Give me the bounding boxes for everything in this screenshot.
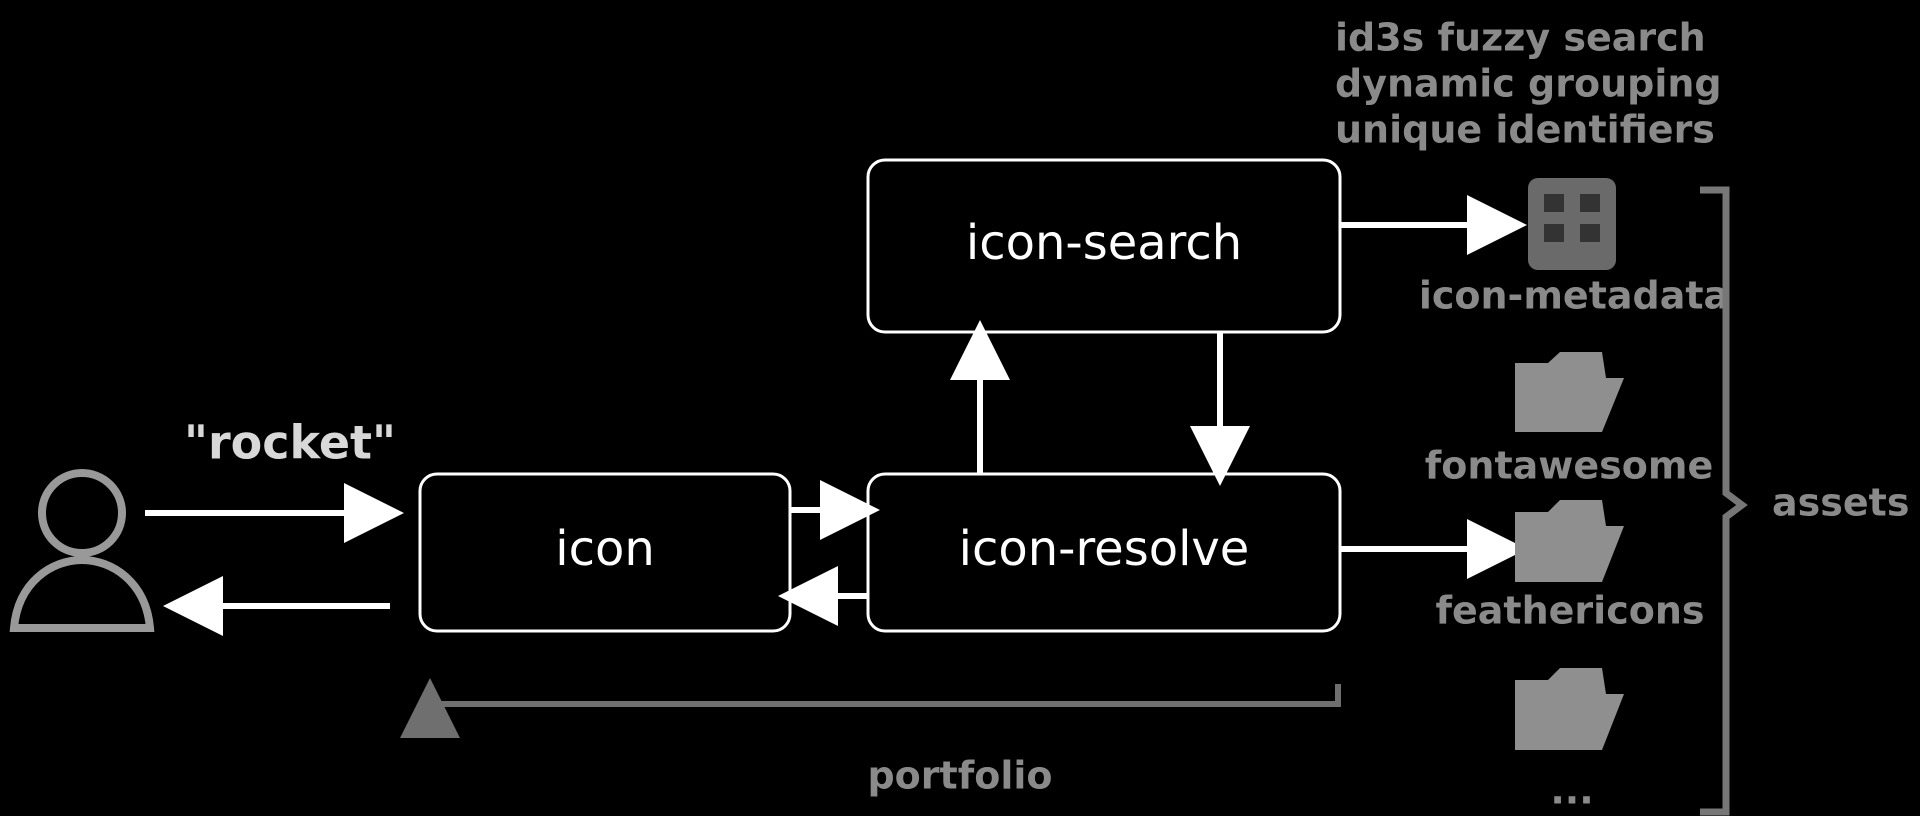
icon-resolve-node: icon-resolve — [866, 472, 1342, 633]
folder-icon — [1515, 500, 1624, 582]
asset-label-1: fontawesome — [1425, 444, 1713, 488]
icon-search-node-label: icon-search — [966, 215, 1242, 271]
assets-bracket — [1700, 186, 1748, 816]
assets-label: assets — [1772, 481, 1909, 525]
asset-label-0: icon-metadata — [1419, 274, 1729, 318]
portfolio-label: portfolio — [867, 754, 1052, 798]
query-label: "rocket" — [184, 416, 396, 470]
search-info-line3: unique identifiers — [1335, 108, 1715, 152]
portfolio-arrow — [400, 678, 1341, 738]
search-info-line1: id3s fuzzy search — [1335, 16, 1706, 60]
icon-search-node: icon-search — [866, 158, 1342, 334]
user-icon — [9, 469, 155, 632]
asset-label-2: feathericons — [1435, 589, 1704, 633]
icon-resolve-node-label: icon-resolve — [959, 521, 1250, 577]
icon-node-label: icon — [555, 521, 655, 577]
folder-icon — [1515, 352, 1624, 432]
grid-database-icon — [1528, 178, 1616, 270]
asset-label-3: ... — [1550, 769, 1593, 813]
search-info-line2: dynamic grouping — [1335, 62, 1722, 106]
folder-icon — [1515, 668, 1624, 750]
icon-node: icon — [418, 472, 792, 633]
